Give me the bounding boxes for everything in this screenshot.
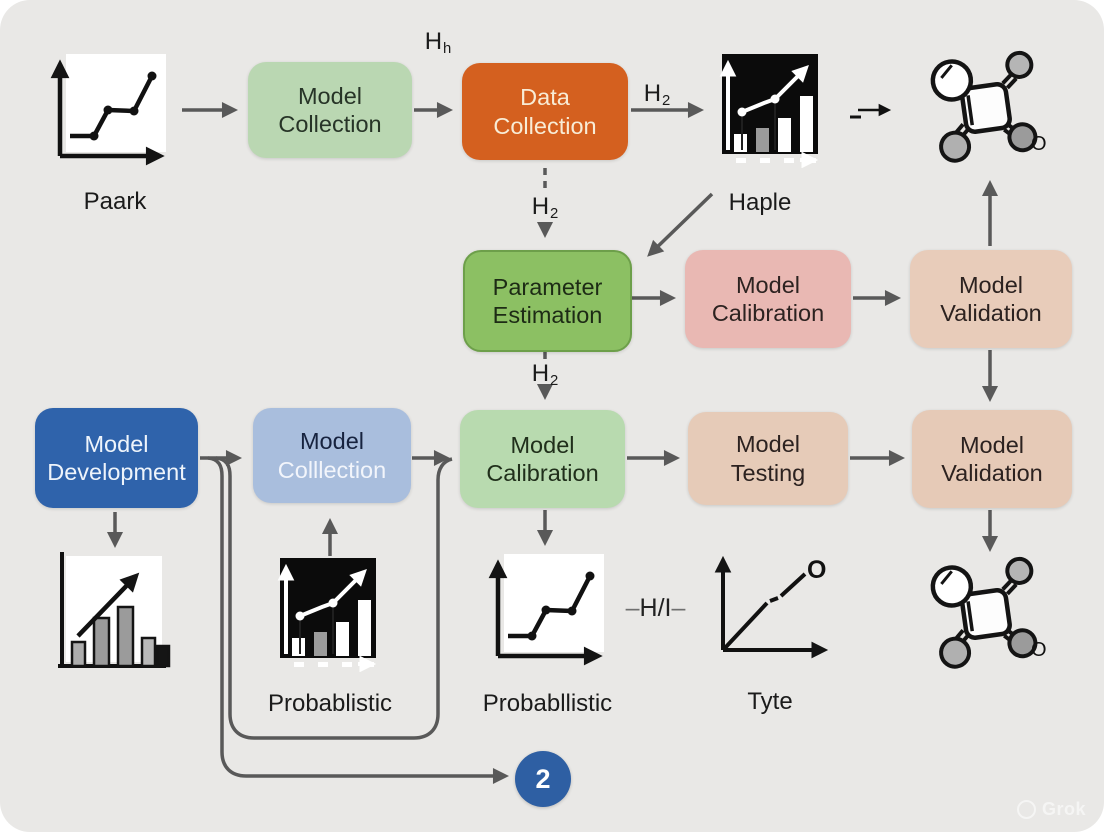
node-label: Estimation <box>492 302 603 328</box>
molecule-atom-label: O <box>1031 639 1047 661</box>
probabllistic-label: Probabllistic <box>482 690 613 717</box>
molecule-icon: O <box>930 556 1047 669</box>
node-label: Validation <box>941 460 1043 486</box>
diagonal-line-chart-icon: O <box>714 555 829 659</box>
node-model-validation-top: Model Validation <box>910 250 1072 348</box>
node-label: Parameter <box>492 273 603 300</box>
watermark: Grok <box>1016 799 1086 820</box>
h2-arrow-label: H2 <box>622 80 692 109</box>
molecule-atom-label: O <box>1031 133 1047 155</box>
hi-label: –H/I– <box>598 594 713 623</box>
node-label: Model <box>510 431 575 458</box>
node-model-calibration-green: Model Calibration <box>460 410 625 508</box>
node-model-colllection: Model Colllection <box>253 408 411 503</box>
node-label: Model <box>297 82 362 109</box>
watermark-logo-icon <box>1016 800 1036 819</box>
node-label: Calibration <box>486 460 599 486</box>
hh-sub: h <box>443 41 452 58</box>
node-label: Model <box>299 428 364 455</box>
line-chart-icon <box>488 554 604 666</box>
h2-base: H <box>643 80 662 107</box>
loop-node-2: 2 <box>515 751 571 807</box>
hi-text: H/I <box>639 594 672 622</box>
node-model-collection-top: Model Collection <box>248 62 412 158</box>
node-label: Development <box>47 459 186 485</box>
node-label: Collection <box>278 111 382 137</box>
node-label: Calibration <box>711 300 825 326</box>
tyte-label: Tyte <box>747 688 793 715</box>
dark-bar-chart-icon <box>277 558 377 672</box>
node-data-collection: Data Collection <box>462 63 628 160</box>
node-label: Model <box>735 271 800 298</box>
h2-base: H <box>531 360 550 387</box>
h2-sub: 2 <box>550 206 559 223</box>
node-model-testing: Model Testing <box>688 412 848 505</box>
node-label: Model <box>84 430 149 457</box>
node-label: Model <box>735 431 800 458</box>
probablistic-label: Probablistic <box>267 690 393 717</box>
tyte-point-label: O <box>807 556 826 584</box>
node-label: Validation <box>940 300 1042 326</box>
hh-base: H <box>424 28 443 55</box>
node-model-validation-bottom: Model Validation <box>912 410 1072 508</box>
gray-bar-chart-icon <box>58 552 171 668</box>
h2-lower-label: H2 <box>515 360 575 389</box>
haple-label: Haple <box>728 189 792 216</box>
node-label: Model <box>959 431 1024 458</box>
h2-upper-label: H2 <box>515 193 575 222</box>
node-label: Colllection <box>277 456 387 483</box>
node-label: Testing <box>730 459 806 486</box>
node-label: Model <box>958 271 1023 298</box>
node-label: Data <box>520 84 570 111</box>
hi-dash: – <box>671 594 686 622</box>
h2-sub: 2 <box>662 93 671 110</box>
node-parameter-estimation: Parameter Estimation <box>463 250 632 352</box>
molecule-icon: O <box>930 50 1047 163</box>
paark-label: Paark <box>83 188 147 215</box>
h2-sub: 2 <box>550 373 559 390</box>
line-chart-icon <box>50 54 166 166</box>
node-model-calibration-pink: Model Calibration <box>685 250 851 348</box>
dark-bar-chart-icon <box>719 54 819 168</box>
watermark-text: Grok <box>1041 799 1086 819</box>
h2-base: H <box>531 193 550 220</box>
node-model-development: Model Development <box>35 408 198 508</box>
hh-label: Hh <box>408 28 468 57</box>
node-label: Collection <box>493 112 597 139</box>
hi-dash: – <box>625 594 640 622</box>
